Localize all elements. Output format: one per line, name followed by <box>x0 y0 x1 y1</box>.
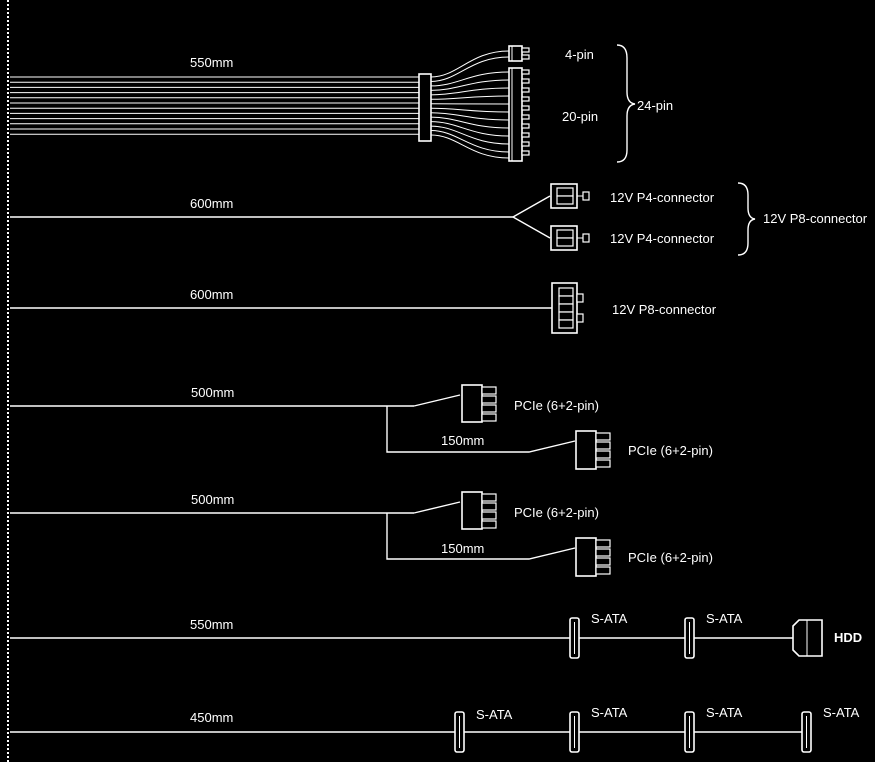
fanout-wire <box>430 112 510 121</box>
connector-20pin <box>508 67 530 162</box>
connector-pcie-1a <box>461 384 497 423</box>
cable-pcie-2-branch-length: 150mm <box>441 541 484 556</box>
connector-p4-a <box>550 183 590 209</box>
connector-pcie-1b <box>575 430 611 470</box>
fanout-wire <box>430 87 510 96</box>
label-pcie-2b: PCIe (6+2-pin) <box>628 550 713 565</box>
pin-20 <box>521 69 530 75</box>
label-4pin: 4-pin <box>565 47 594 62</box>
label-sata-6b: S-ATA <box>706 611 743 626</box>
cable-24pin-length: 550mm <box>190 55 233 70</box>
label-sata-7b: S-ATA <box>591 705 628 720</box>
cable-p8: 600mm 12V P8-connector <box>10 282 717 334</box>
connector-sata-7d <box>801 711 812 753</box>
fanout-wire <box>430 71 510 87</box>
connector-4pin <box>508 45 530 62</box>
fanout-wire <box>430 79 510 91</box>
label-sata-6a: S-ATA <box>591 611 628 626</box>
label-p4-b: 12V P4-connector <box>610 231 715 246</box>
cable-24pin-fanout <box>430 50 510 159</box>
fanout-wire <box>430 125 510 145</box>
cable-24pin-bundle <box>10 76 419 135</box>
label-p8: 12V P8-connector <box>612 302 717 317</box>
label-20pin: 20-pin <box>562 109 598 124</box>
fanout-wire <box>430 56 510 82</box>
cable-p8-length: 600mm <box>190 287 233 302</box>
cable-sata-4x-length: 450mm <box>190 710 233 725</box>
pin-20 <box>521 123 530 129</box>
connector-sata-7c <box>684 711 695 753</box>
label-pcie-1a: PCIe (6+2-pin) <box>514 398 599 413</box>
pin-20 <box>521 141 530 147</box>
connector-p4-b <box>550 225 590 251</box>
fanout-wire <box>430 134 510 159</box>
connector-pcie-2b <box>575 537 611 577</box>
label-sata-7a: S-ATA <box>476 707 513 722</box>
label-24pin: 24-pin <box>637 98 673 113</box>
fanout-wire <box>430 116 510 129</box>
label-sata-7d: S-ATA <box>823 705 860 720</box>
pin-20 <box>521 114 530 120</box>
cable-pcie-2: 500mm 150mm PCIe (6+2-pin) PCIe (6+2-pin… <box>10 491 713 577</box>
cable-pcie-1-length: 500mm <box>191 385 234 400</box>
label-hdd: HDD <box>834 630 862 645</box>
connector-hdd-molex <box>792 619 823 657</box>
connector-p8 <box>551 282 584 334</box>
cable-24pin-sleeve-clip <box>418 73 432 142</box>
brace-24pin <box>616 44 636 163</box>
fanout-wire <box>430 121 510 137</box>
label-pcie-2a: PCIe (6+2-pin) <box>514 505 599 520</box>
pin-20 <box>521 96 530 102</box>
label-p8-group: 12V P8-connector <box>763 211 868 226</box>
fanout-wire <box>430 130 510 153</box>
cable-pcie-2-length: 500mm <box>191 492 234 507</box>
connector-sata-6b <box>684 617 695 659</box>
fanout-wire <box>430 95 510 100</box>
brace-p8 <box>737 182 756 256</box>
cable-sata-4x: 450mm S-ATA S-ATA S-ATA S-ATA <box>10 705 860 753</box>
pin-20 <box>521 105 530 111</box>
cable-24pin: 550mm 4-pin 20-pin 24-pin <box>10 44 673 163</box>
cable-sata-hdd: 550mm S-ATA S-ATA HDD <box>10 611 862 659</box>
fanout-wire <box>430 50 510 78</box>
connector-sata-7a <box>454 711 465 753</box>
cable-pcie-1: 500mm 150mm PCIe (6+2-pin) PCIe (6+2-pin… <box>10 384 713 470</box>
connector-sata-6a <box>569 617 580 659</box>
label-p4-a: 12V P4-connector <box>610 190 715 205</box>
pin-20 <box>521 132 530 138</box>
connector-sata-7b <box>569 711 580 753</box>
connector-pcie-2a <box>461 491 497 530</box>
fanout-wire <box>430 107 510 113</box>
pin-20 <box>521 150 530 156</box>
cable-sata-hdd-length: 550mm <box>190 617 233 632</box>
pin-20 <box>521 87 530 93</box>
label-sata-7c: S-ATA <box>706 705 743 720</box>
cable-pcie-1-branch-length: 150mm <box>441 433 484 448</box>
label-pcie-1b: PCIe (6+2-pin) <box>628 443 713 458</box>
cable-p4-length: 600mm <box>190 196 233 211</box>
cable-p4-split: 600mm 12V P4-connector 12V P4-connector … <box>10 182 868 256</box>
pin-20 <box>521 78 530 84</box>
